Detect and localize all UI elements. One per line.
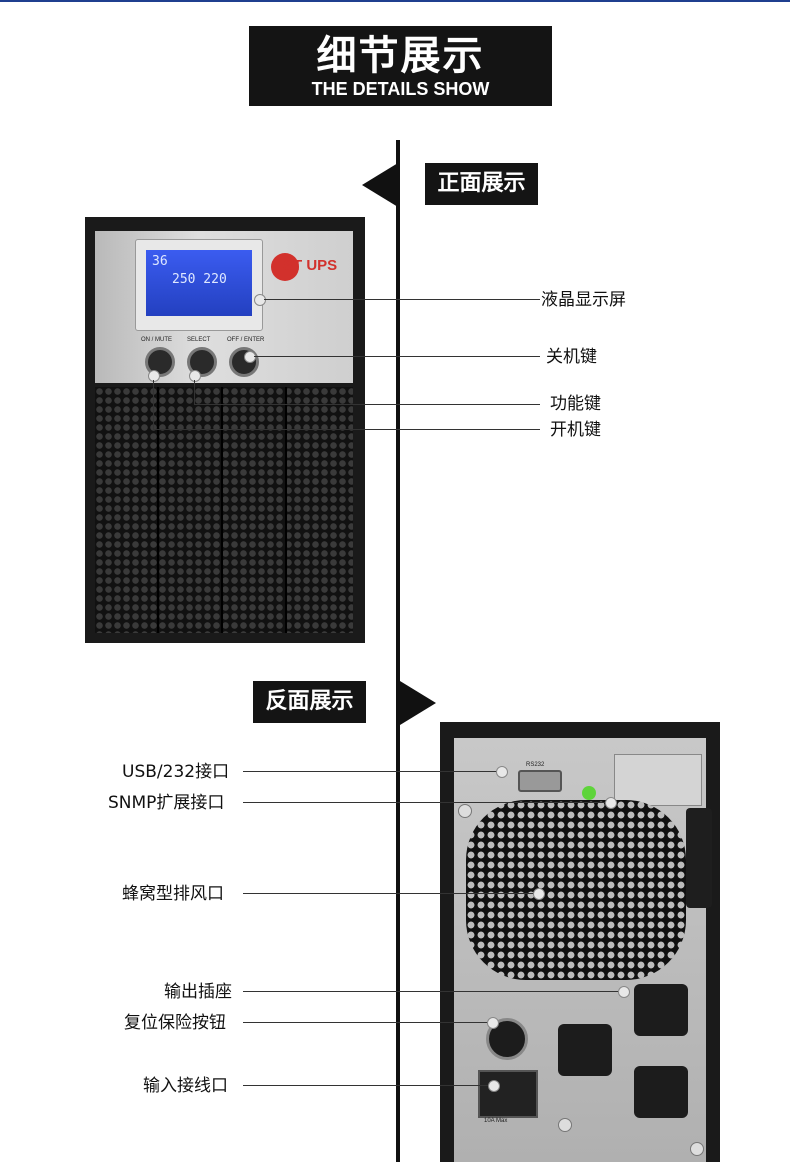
callout-dot (605, 797, 617, 809)
leader-line (243, 802, 607, 803)
callout-dot (254, 294, 266, 306)
output-socket (634, 1066, 688, 1118)
btn-label-on: ON / MUTE (141, 337, 172, 343)
brand-text: ST UPS (283, 257, 338, 274)
callout-snmp: SNMP扩展接口 (108, 793, 225, 813)
snmp-slot (614, 754, 702, 806)
leader-line (243, 893, 535, 894)
output-socket (558, 1024, 612, 1076)
leader-line (254, 356, 540, 357)
callout-dot (487, 1017, 499, 1029)
inlet-label: 10A Max (484, 1118, 508, 1124)
callout-dot (618, 986, 630, 998)
callout-usb: USB/232接口 (122, 762, 230, 782)
callout-dot (488, 1080, 500, 1092)
page-title-cn: 细节展示 (316, 33, 485, 79)
callout-function-key: 功能键 (550, 394, 601, 414)
callout-vent: 蜂窝型排风口 (122, 884, 224, 904)
arrow-left-icon (362, 163, 398, 207)
honeycomb-vent (466, 800, 686, 980)
callout-input: 输入接线口 (143, 1076, 228, 1096)
page-title-en: THE DETAILS SHOW (311, 79, 490, 99)
rs232-label: RS232 (526, 762, 545, 768)
callout-dot (533, 888, 545, 900)
top-accent-line (0, 0, 790, 2)
front-section-label: 正面展示 (425, 163, 538, 205)
screw-icon (458, 804, 472, 818)
leader-line (194, 380, 195, 404)
grille-divider (285, 387, 287, 633)
front-control-panel: 36 250 220 ST UPS ON / MUTE SELECT OFF /… (95, 231, 353, 383)
ups-front-image: 36 250 220 ST UPS ON / MUTE SELECT OFF /… (85, 217, 365, 643)
callout-reset-fuse: 复位保险按钮 (124, 1013, 226, 1033)
callout-dot (244, 351, 256, 363)
output-socket (634, 984, 688, 1036)
brand-logo-icon (271, 253, 299, 281)
callout-output: 输出插座 (164, 982, 232, 1002)
lcd-line-1: 36 (152, 254, 168, 269)
grille-divider (221, 387, 223, 633)
select-button (187, 347, 217, 377)
leader-line (153, 380, 154, 429)
center-divider (396, 140, 400, 1162)
screw-icon (558, 1118, 572, 1132)
leader-line (194, 404, 540, 405)
lcd-frame: 36 250 220 (135, 239, 263, 331)
btn-label-select: SELECT (187, 337, 211, 343)
page-title-box: 细节展示 THE DETAILS SHOW (249, 26, 552, 106)
callout-off-key: 关机键 (546, 347, 597, 367)
screw-icon (690, 1142, 704, 1156)
arrow-right-icon (400, 681, 436, 725)
leader-line (243, 1022, 489, 1023)
leader-line (243, 991, 620, 992)
ups-rear-image: RS232 10A Max (440, 722, 720, 1162)
off-enter-button (229, 347, 259, 377)
rear-section-label: 反面展示 (253, 681, 366, 723)
lcd-line-2: 250 220 (172, 272, 227, 287)
terminal-block (686, 808, 712, 908)
leader-line (264, 299, 540, 300)
green-sticker (582, 786, 596, 800)
grille-divider (157, 387, 159, 633)
btn-label-off: OFF / ENTER (227, 337, 265, 343)
callout-dot (148, 370, 160, 382)
leader-line (153, 429, 540, 430)
lcd-screen: 36 250 220 (146, 250, 252, 316)
leader-line (243, 1085, 490, 1086)
callout-dot (189, 370, 201, 382)
leader-line (243, 771, 498, 772)
front-grille (95, 387, 353, 633)
callout-lcd: 液晶显示屏 (541, 290, 626, 310)
rs232-port (518, 770, 562, 792)
callout-dot (496, 766, 508, 778)
input-inlet (478, 1070, 538, 1118)
callout-on-key: 开机键 (550, 420, 601, 440)
